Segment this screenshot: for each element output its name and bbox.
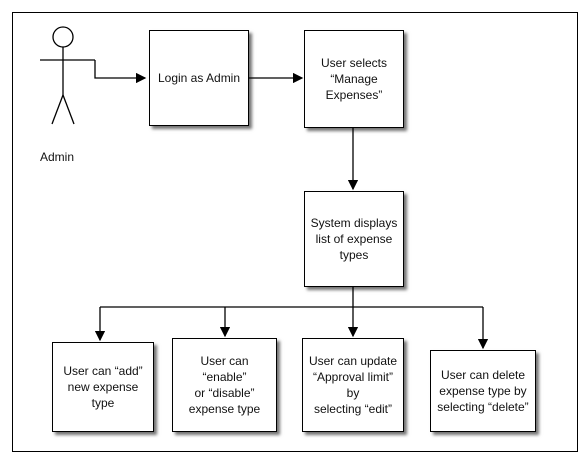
node-add: User can “add” new expense type [52, 342, 154, 432]
node-display: System displays list of expense types [304, 191, 404, 287]
admin-actor-icon [40, 26, 95, 125]
node-delete-text: User can delete expense type by selectin… [437, 368, 529, 414]
connector-layer [40, 26, 489, 350]
node-update-text: User can update “Approval limit” by sele… [308, 354, 398, 416]
node-display-text: System displays list of expense types [310, 216, 398, 262]
actor-label: Admin [40, 150, 75, 164]
node-add-text: User can “add” new expense type [63, 364, 143, 410]
node-enable-text: User can “enable” or “disable” expense t… [188, 354, 261, 416]
node-select: User selects “Manage Expenses” [304, 30, 404, 128]
node-select-text: User selects “Manage Expenses” [320, 56, 388, 102]
node-login-text: Login as Admin [157, 71, 241, 85]
node-delete: User can delete expense type by selectin… [430, 350, 536, 432]
node-update: User can update “Approval limit” by sele… [302, 338, 404, 432]
node-login: Login as Admin [149, 30, 249, 126]
arrow-actor-to-login [94, 60, 147, 84]
node-enable: User can “enable” or “disable” expense t… [172, 338, 277, 432]
